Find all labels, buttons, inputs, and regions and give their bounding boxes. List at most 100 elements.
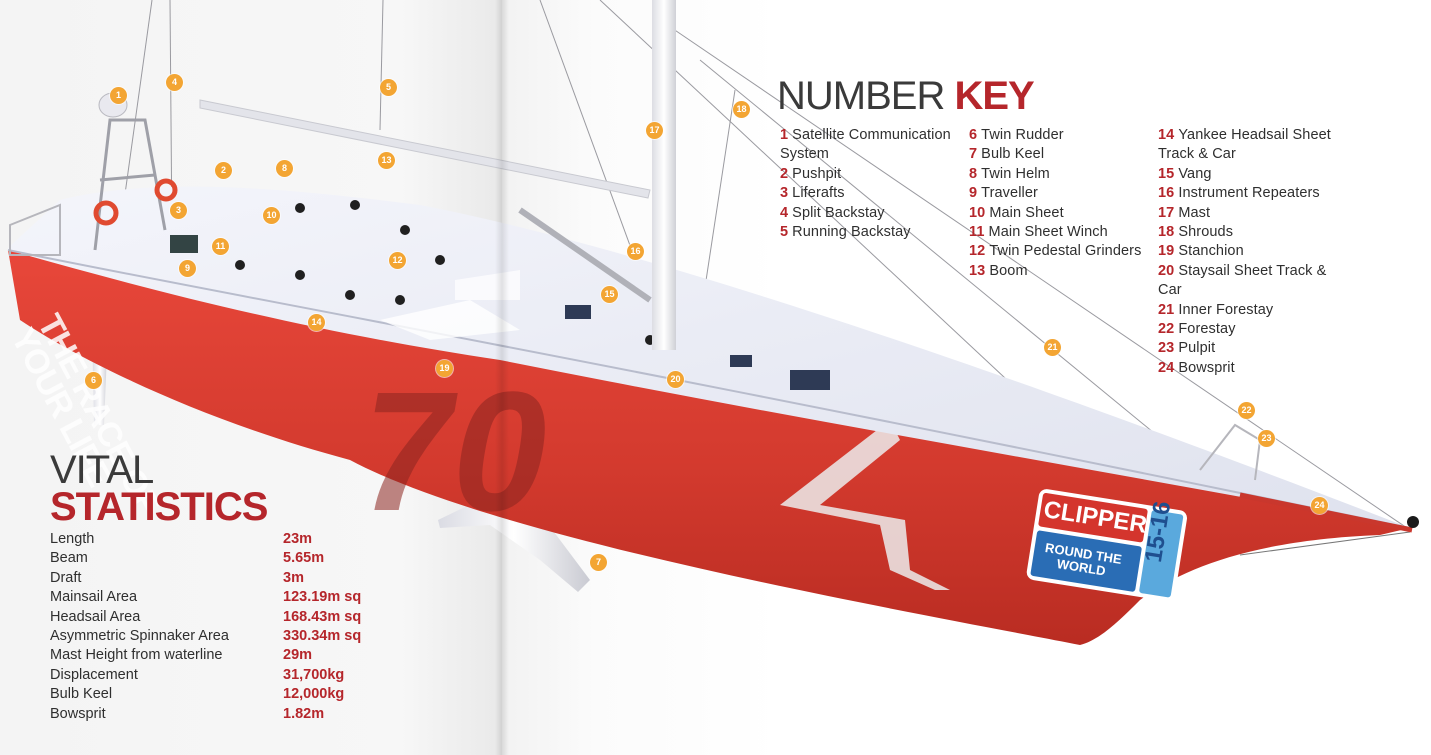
sail-number-graphic: 70 [344, 357, 567, 547]
callout-7: 7 [590, 554, 607, 571]
vital-statistics-table: Length 23m Beam 5.65m Draft 3m Mainsail Are… [50, 530, 361, 724]
stat-label: Length [50, 531, 95, 547]
hull-stripe [780, 420, 950, 590]
stat-value: 12,000kg [283, 686, 345, 703]
callout-12: 12 [389, 252, 406, 269]
page-gutter [495, 0, 509, 755]
callout-11: 11 [212, 238, 229, 255]
stat-label: Headsail Area [50, 608, 141, 625]
stat-row: Bulb Keel 12,000kg [50, 685, 361, 704]
stat-value: 168.43m sq [283, 608, 362, 625]
keel-fin-shape [438, 490, 590, 592]
vang-line [518, 207, 652, 303]
callout-6: 6 [85, 372, 102, 389]
callout-3: 3 [170, 202, 187, 219]
stat-row: Bowsprit 1.82m [50, 705, 361, 724]
deck-edge [7, 249, 1411, 529]
callout-4: 4 [166, 74, 183, 91]
stat-value: 31,700kg [283, 666, 345, 683]
stat-row: Headsail Area 168.43m sq [50, 608, 361, 627]
callout-22: 22 [1238, 402, 1255, 419]
callout-19: 19 [436, 360, 453, 377]
rails [9, 203, 1262, 481]
mast-shape [652, 0, 676, 350]
stat-label: Bowsprit [50, 705, 106, 722]
stat-row: Displacement 31,700kg [50, 666, 361, 685]
callout-9: 9 [179, 260, 196, 277]
stat-row: Asymmetric Spinnaker Area 330.34m sq [50, 627, 361, 646]
stat-label: Bulb Keel [50, 686, 113, 703]
vital-statistics-subtitle: STATISTICS [50, 485, 268, 529]
stat-label: Displacement [50, 666, 138, 683]
number-key-title: NUMBER KEY [777, 74, 1035, 118]
boom-shape [199, 99, 651, 199]
callout-15: 15 [601, 286, 618, 303]
stat-row: Length 23m [50, 530, 361, 549]
vital-statistics-title: VITAL [50, 448, 154, 492]
callout-24: 24 [1311, 497, 1328, 514]
stat-value: 29m [283, 647, 313, 664]
number-key-title-bold: KEY [954, 74, 1034, 118]
stat-value: 123.19m sq [283, 589, 362, 606]
stat-label: Draft [50, 569, 82, 586]
number-key-title-thin: NUMBER [777, 74, 945, 118]
stat-row: Draft 3m [50, 569, 361, 588]
callout-16: 16 [627, 243, 644, 260]
stat-value: 5.65m [283, 550, 325, 567]
clipper-logo [1026, 489, 1188, 602]
stat-label: Mainsail Area [50, 589, 138, 606]
deck-fittings [170, 200, 830, 390]
stat-label: Beam [50, 550, 88, 567]
callout-17: 17 [646, 122, 663, 139]
liferaft [154, 178, 178, 202]
callout-20: 20 [667, 371, 684, 388]
stat-value: 23m [283, 531, 313, 547]
stat-value: 330.34m sq [283, 628, 362, 645]
callout-2: 2 [215, 162, 232, 179]
stat-value: 1.82m [283, 705, 325, 722]
satcom-arch [93, 118, 167, 251]
callout-13: 13 [378, 152, 395, 169]
bowsprit-fitting [1407, 516, 1419, 528]
stat-row: Mainsail Area 123.19m sq [50, 588, 361, 607]
callout-8: 8 [276, 160, 293, 177]
liferaft [93, 200, 119, 226]
deck-shape [8, 186, 1410, 528]
callout-14: 14 [308, 314, 325, 331]
stat-row: Beam 5.65m [50, 549, 361, 568]
stat-label: Asymmetric Spinnaker Area [50, 628, 229, 645]
callout-5: 5 [380, 79, 397, 96]
bowsprit-shape [1239, 492, 1413, 533]
callout-18: 18 [733, 101, 750, 118]
stat-value: 3m [283, 569, 304, 586]
callout-23: 23 [1258, 430, 1275, 447]
